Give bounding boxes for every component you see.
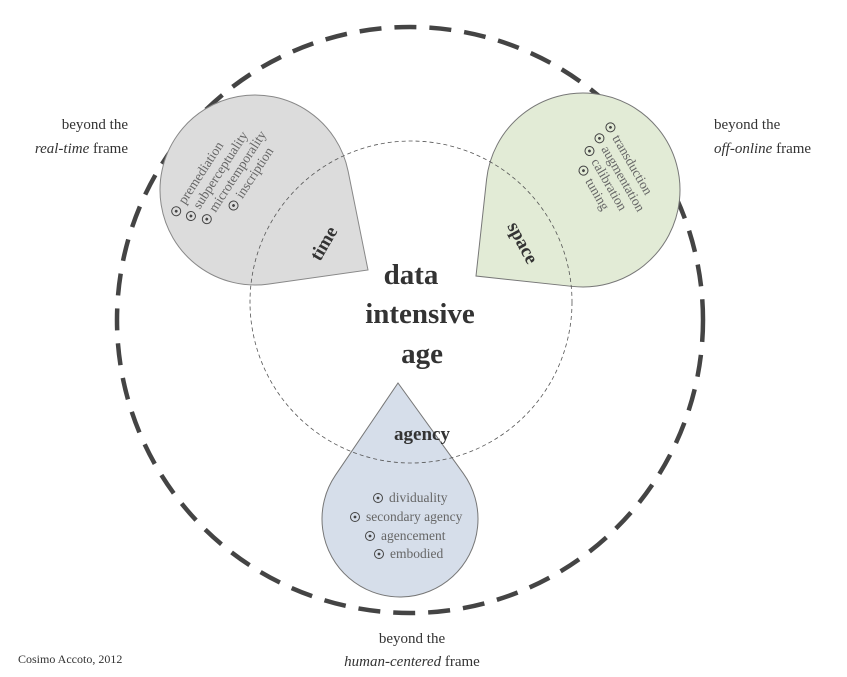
left-frame-rest: frame xyxy=(89,141,128,157)
agency-item: embodied xyxy=(390,546,443,561)
bottom-frame-line-2: human-centered frame xyxy=(344,654,480,670)
bullet-icon xyxy=(350,512,360,522)
bullet-icon xyxy=(185,211,196,222)
center-title-line-2: intensive xyxy=(365,298,475,330)
bottom-frame-line-1: beyond the xyxy=(379,631,446,647)
right-frame-rest: frame xyxy=(772,141,811,157)
left-frame-italic: real-time xyxy=(35,141,90,157)
right-frame-italic: off-online xyxy=(714,141,773,157)
credit: Cosimo Accoto, 2012 xyxy=(18,652,122,666)
left-frame-line-1: beyond the xyxy=(62,117,129,133)
bullet-icon xyxy=(365,531,375,541)
agency-label: agency xyxy=(394,424,450,445)
bullet-icon xyxy=(584,146,595,156)
inner-dashed-circle xyxy=(249,140,573,464)
center-title-line-1: data xyxy=(384,259,439,291)
bottom-frame-italic: human-centered xyxy=(344,654,441,670)
center-title-line-3: age xyxy=(401,338,443,370)
bullet-icon xyxy=(605,122,616,133)
bottom-frame-rest: frame xyxy=(441,654,480,670)
agency-item: agencement xyxy=(381,528,446,543)
left-frame-line-2: real-time frame xyxy=(35,141,129,157)
bullet-icon xyxy=(228,200,239,211)
agency-item: secondary agency xyxy=(366,509,463,524)
right-frame-line-1: beyond the xyxy=(714,117,781,133)
bullet-icon xyxy=(373,493,383,503)
bullet-icon xyxy=(594,133,605,144)
bullet-icon xyxy=(578,165,589,176)
bullet-icon xyxy=(171,206,182,217)
agency-drop xyxy=(321,382,479,598)
bullet-icon xyxy=(201,214,212,225)
outer-frame-circle xyxy=(114,24,706,616)
agency-item: dividuality xyxy=(389,490,448,505)
time-drop xyxy=(159,94,369,286)
agency-items: dividuality secondary agency agencement emb… xyxy=(350,490,463,561)
space-drop xyxy=(475,92,681,288)
right-frame-line-2: off-online frame xyxy=(714,141,811,157)
bullet-icon xyxy=(374,549,384,559)
